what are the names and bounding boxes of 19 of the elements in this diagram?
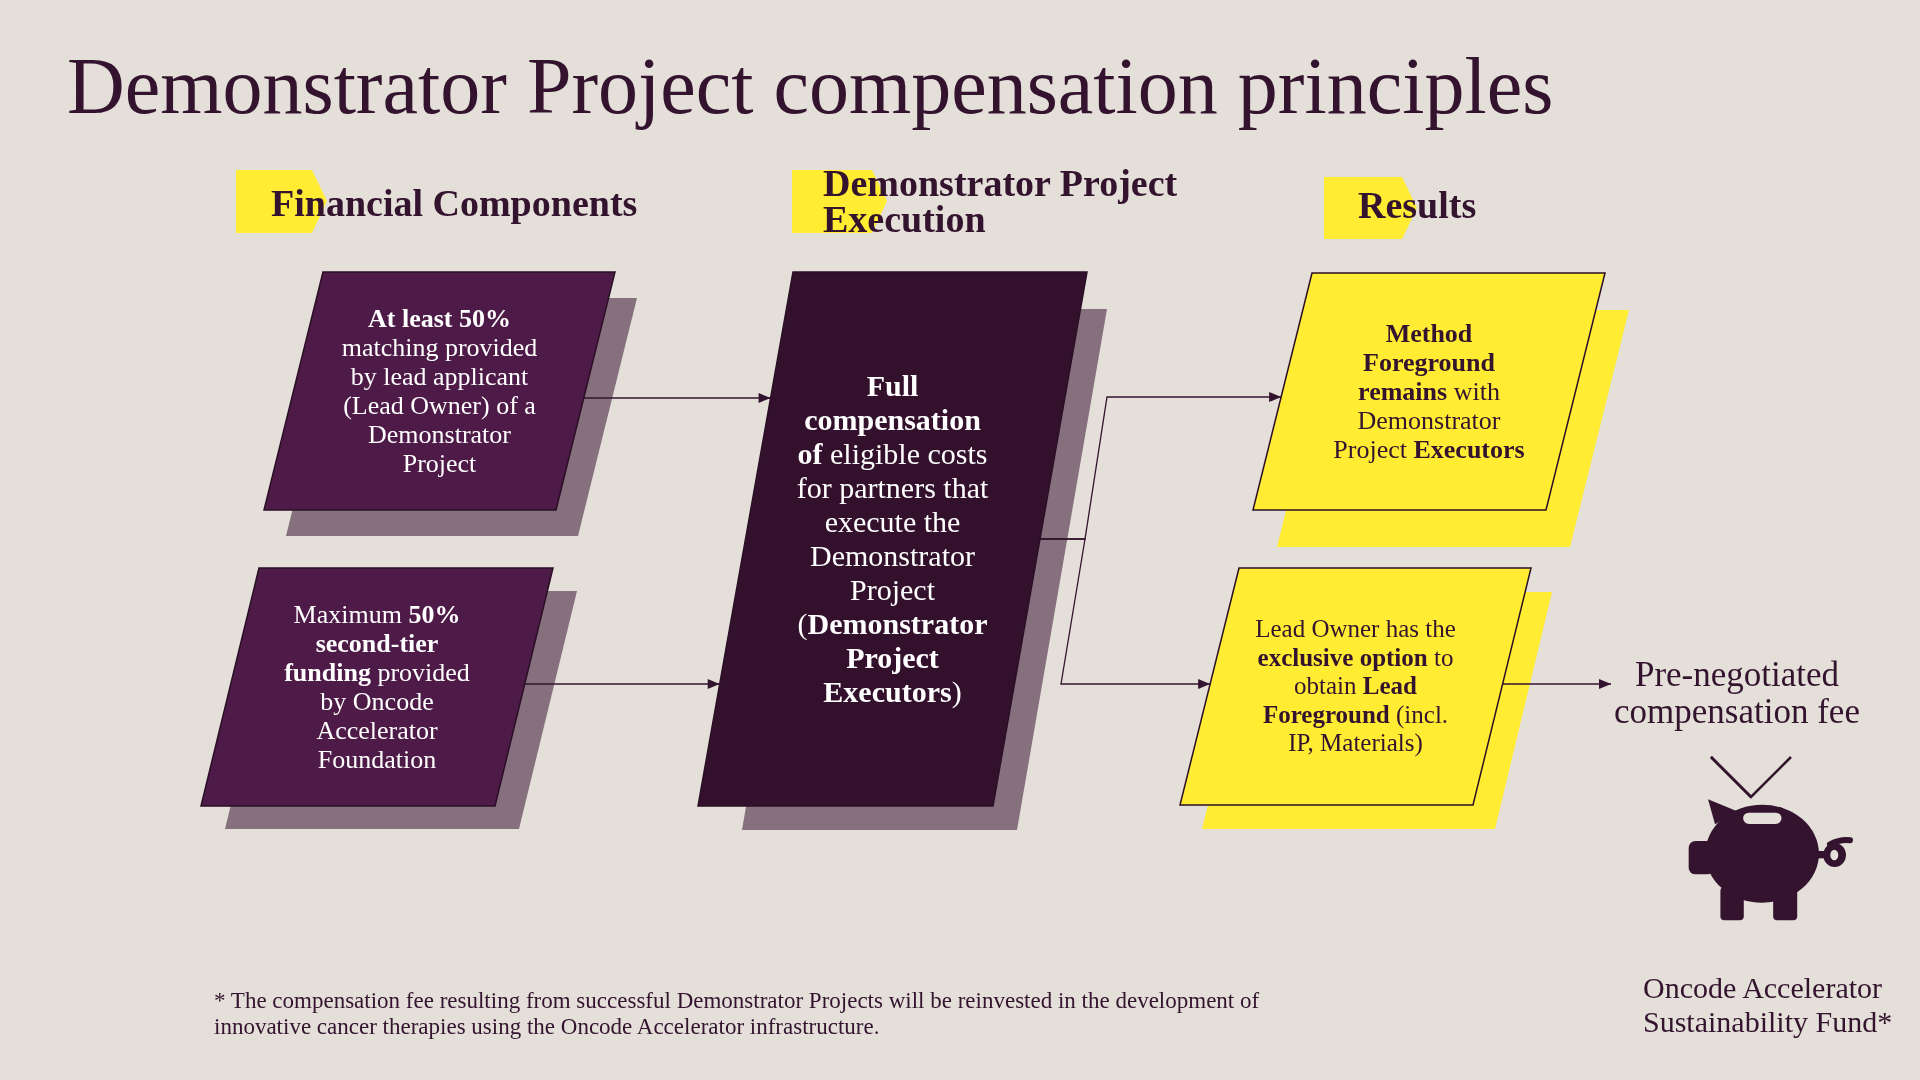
parallelogram-box [264, 272, 615, 510]
arrow [583, 393, 772, 403]
arrow [1039, 538, 1211, 689]
caption-text: Oncode Accelerator Sustainability Fund* [1643, 971, 1894, 1039]
box-text: Lead Owner has the exclusive option to obtain Lead Foreground (incl. IP, Materials) [1254, 615, 1457, 758]
footnote-text: * The compensation fee resulting from successful Demonstrator Projects will be reinvested in the development of innovative cancer therapies using the Oncode Accelerator infrastructure. [214, 988, 1261, 1040]
box-text: Maximum 50% second-tier funding provided by Oncode Accelerator Foundation [283, 600, 471, 774]
box-text: At least 50% matching provided by lead applicant (Lead Owner) of a Demonstrator Project [340, 304, 539, 478]
box-text: Method Foreground remains with Demonstrator Project Executors [1332, 319, 1526, 464]
parallelogram-box [698, 272, 1087, 806]
chevron-arrow [1709, 755, 1793, 799]
box-text: Full compensation of eligible costs for partners that execute the Demonstrator Project (Demonstrator Project Executors) [795, 369, 990, 709]
arrow [1501, 679, 1612, 689]
parallelogram-box [1253, 273, 1605, 510]
parallelogram-box [1180, 568, 1531, 805]
arrow [524, 679, 721, 689]
piggy-bank-icon [1687, 797, 1854, 922]
parallelogram-box [201, 568, 553, 806]
result-text: Pre-negotiated compensation fee [1611, 655, 1863, 757]
